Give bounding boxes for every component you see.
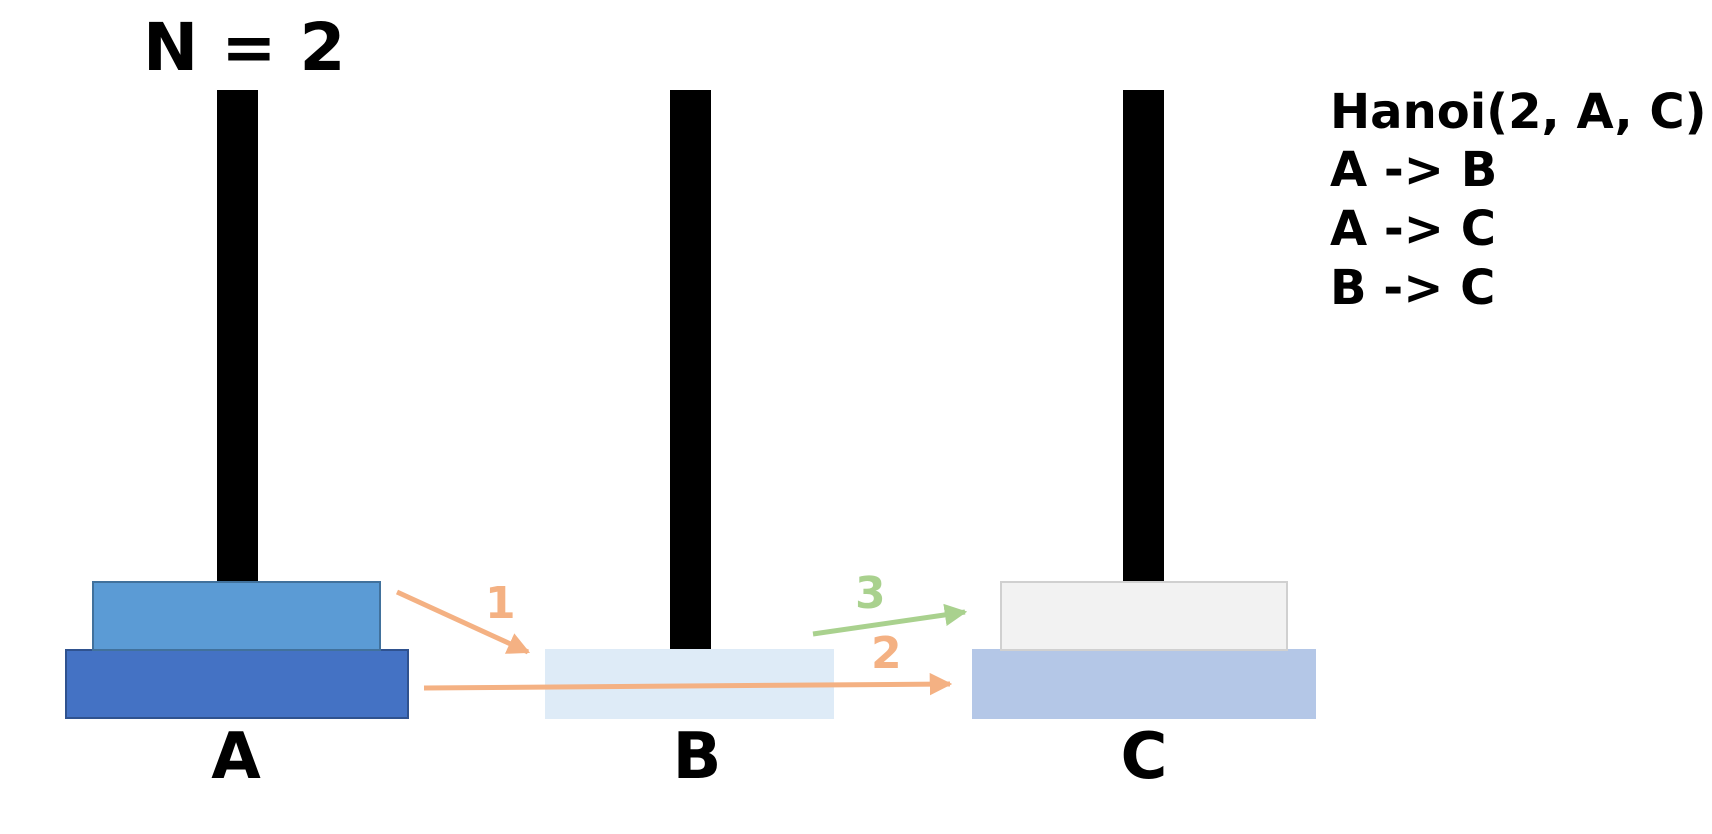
- disk-large-peg-a: [65, 649, 409, 719]
- ghost-disk-large-peg-c: [972, 649, 1316, 719]
- code-call: Hanoi(2, A, C): [1330, 84, 1707, 140]
- peg-label-b: B: [673, 720, 722, 794]
- peg-b-pole: [670, 90, 711, 652]
- ghost-disk-small-peg-c: [1000, 581, 1288, 651]
- move-arrow-3: [812, 603, 968, 637]
- move-label-1: 1: [485, 578, 516, 629]
- move-label-3: 3: [855, 568, 886, 619]
- move-arrow-1: [395, 589, 531, 655]
- peg-label-c: C: [1121, 720, 1168, 794]
- peg-a-pole: [217, 90, 258, 583]
- code-step-3: B -> C: [1330, 260, 1495, 316]
- heading-n-count: N = 2: [143, 9, 345, 86]
- move-label-2: 2: [871, 628, 902, 679]
- code-step-2: A -> C: [1330, 201, 1496, 257]
- move-arrow-2: [423, 672, 953, 696]
- peg-label-a: A: [211, 720, 261, 794]
- peg-c-pole: [1123, 90, 1164, 583]
- code-step-1: A -> B: [1330, 142, 1497, 198]
- disk-small-peg-a: [92, 581, 381, 651]
